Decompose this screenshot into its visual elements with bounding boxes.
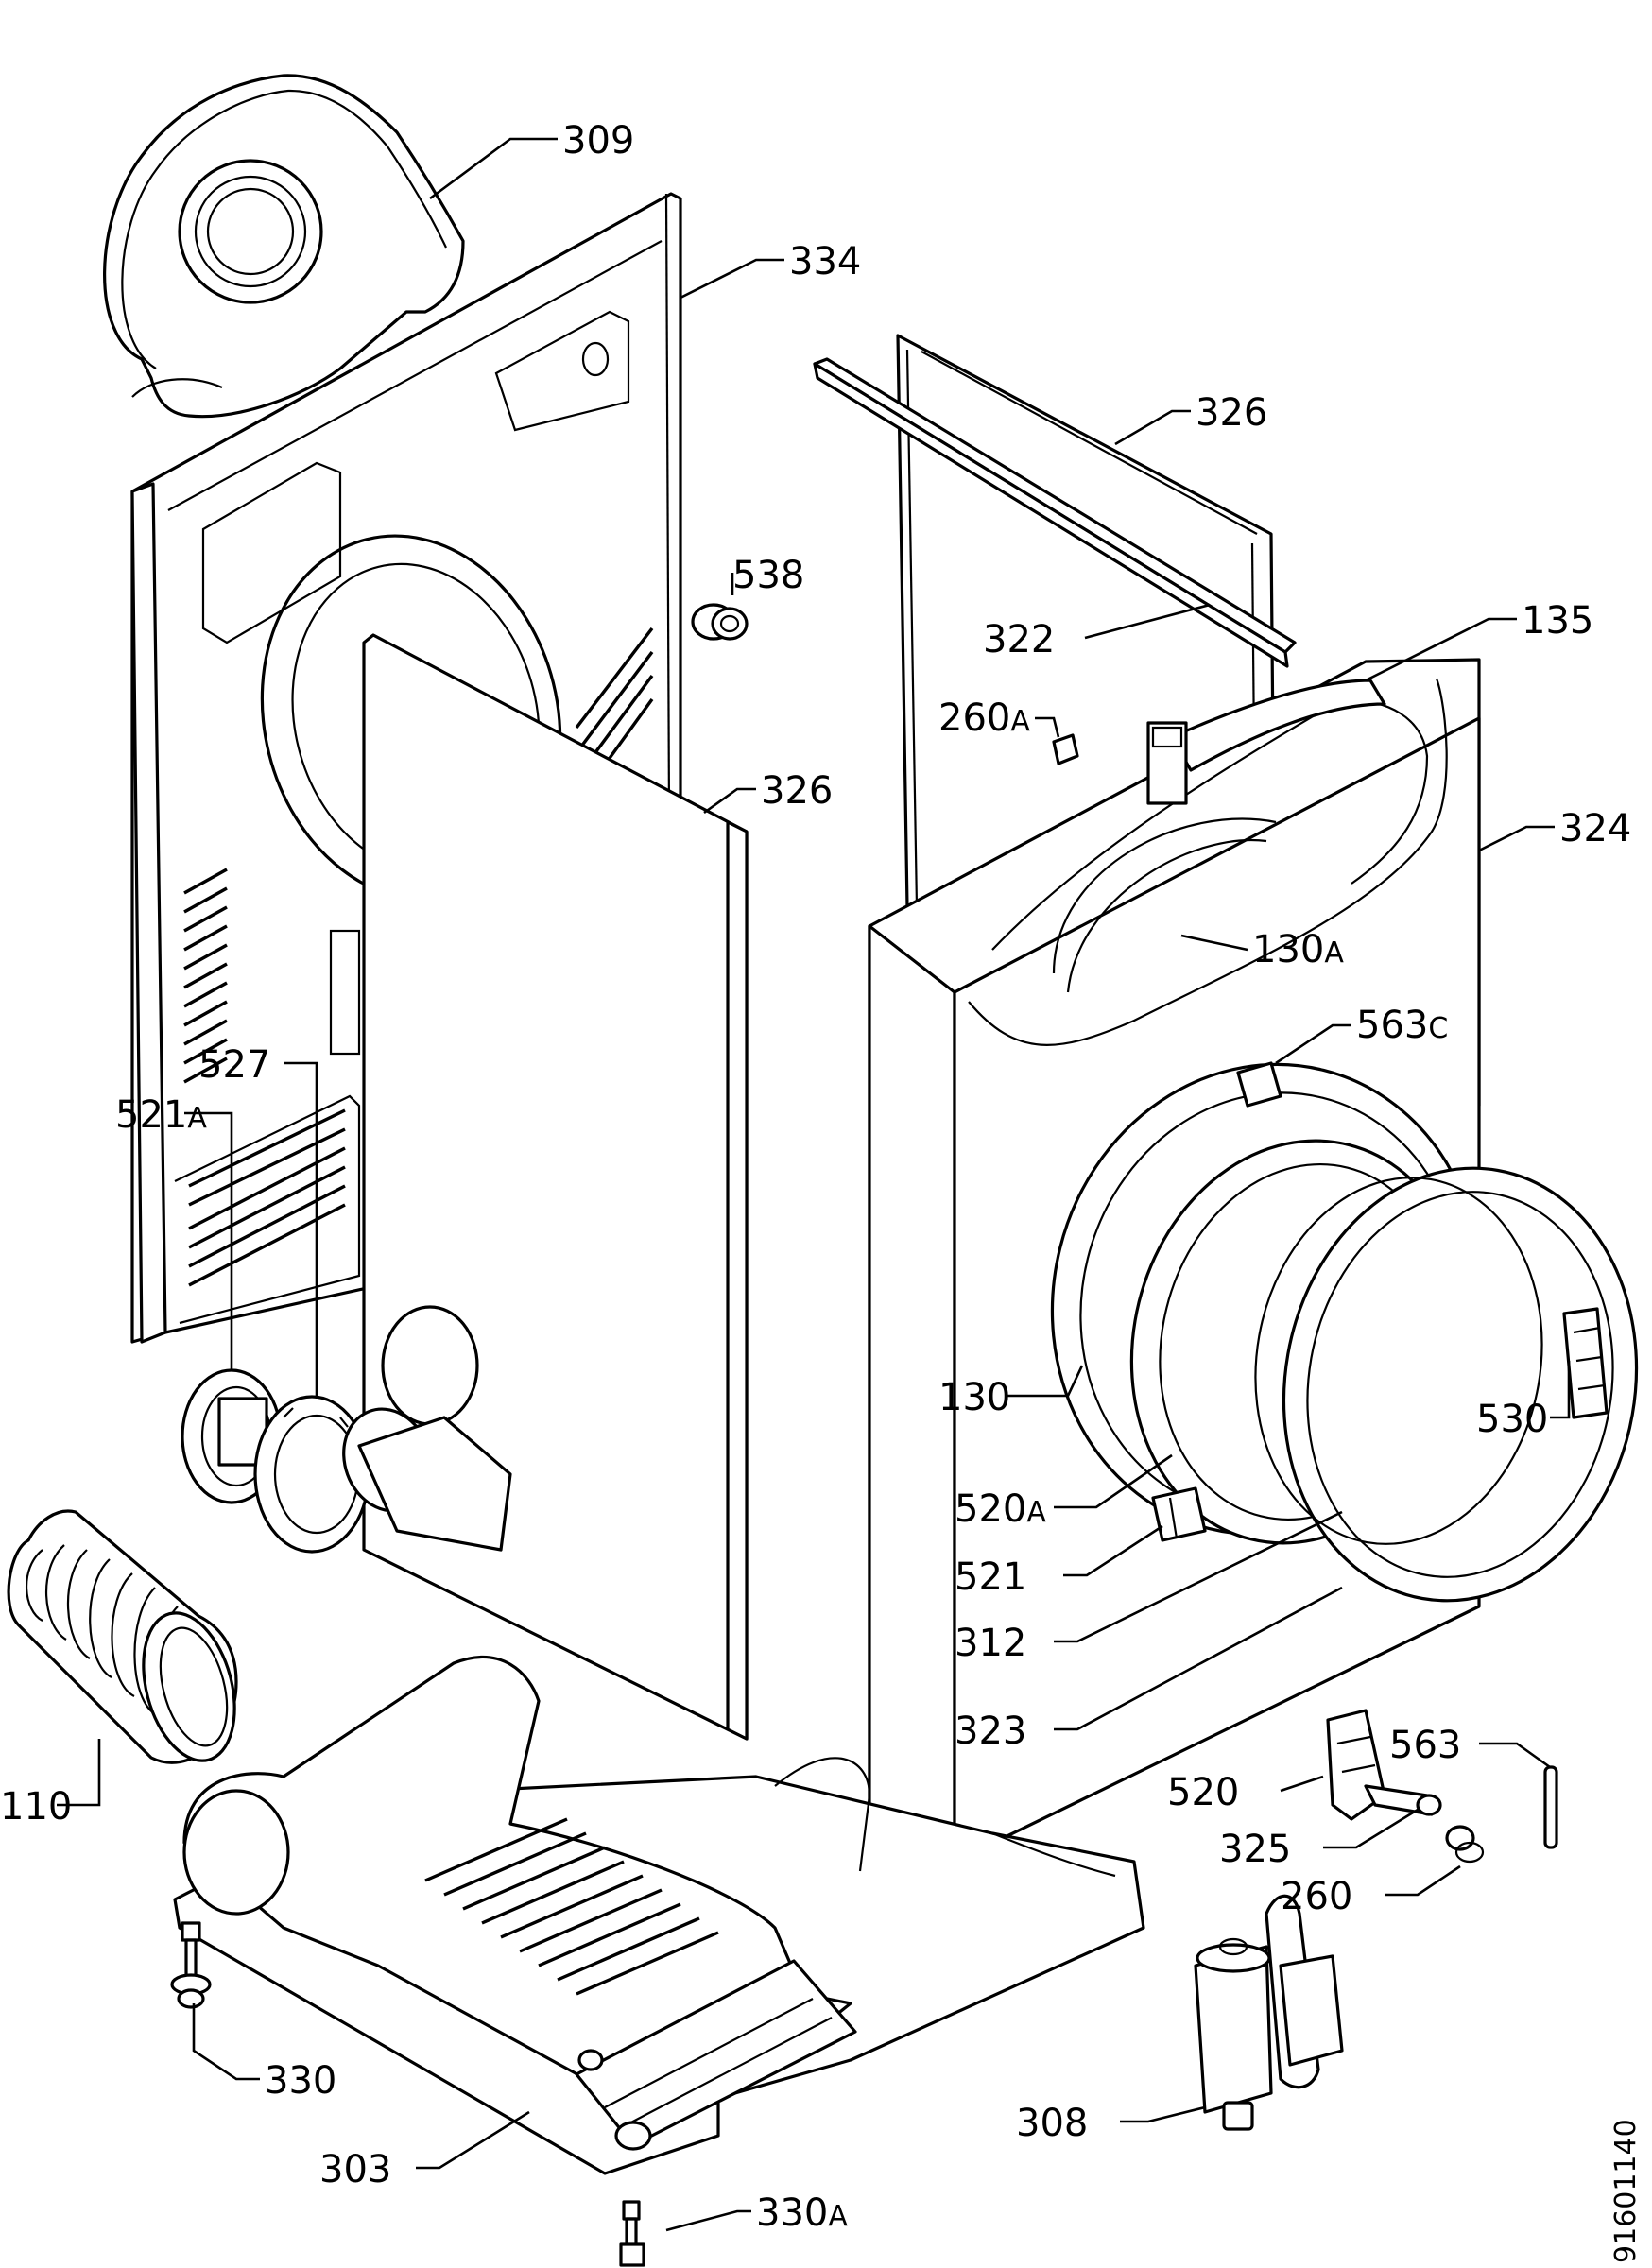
callout-labels: 309 334 326 538 322 135 260A 326 324 130… [0,119,1631,2235]
part-260A-clip [1052,733,1079,765]
callout-303: 303 [319,2148,391,2191]
part-530-door [1254,1166,1639,1603]
callout-326-top: 326 [1196,391,1267,435]
part-322-rail [813,357,1297,668]
leader-520A [1054,1453,1173,1509]
leader-521 [1063,1524,1163,1577]
part-309-rear-duct-cover [103,74,465,419]
callout-538: 538 [732,554,804,597]
leader-110 [57,1739,101,1807]
callout-334: 334 [789,240,861,284]
leader-260 [1385,1864,1461,1897]
leader-563 [1479,1742,1551,1769]
leader-325 [1323,1808,1419,1849]
callout-130: 130 [938,1376,1010,1419]
leader-330A [665,2209,751,2232]
part-563C-clip [1236,1061,1282,1108]
part-330A-foot [619,2200,645,2267]
part-110-flexible-hose [7,1509,238,1764]
leader-324 [1478,825,1555,852]
part-563-rod [1543,1765,1558,1849]
leader-303 [416,2110,530,2170]
callout-326-mid: 326 [761,769,833,813]
leader-323 [1054,1586,1343,1731]
leader-521A [184,1111,233,1370]
part-308-door-hinge [1194,1894,1344,2131]
callout-135: 135 [1522,599,1593,643]
leader-260A [1035,716,1060,738]
callout-330A: 330A [756,2191,848,2235]
callout-527: 527 [198,1043,270,1087]
callout-324: 324 [1559,807,1631,850]
part-260-spring [1445,1825,1485,1864]
part-325-hinge-pin [1364,1784,1442,1816]
leader-330 [192,2003,260,2081]
callout-530: 530 [1476,1398,1548,1441]
callout-520A: 520A [955,1487,1046,1531]
callout-308: 308 [1016,2102,1088,2145]
callout-520: 520 [1167,1771,1239,1814]
leader-520 [1280,1775,1324,1793]
leader-322 [1084,603,1211,640]
leader-326-top [1114,409,1191,446]
part-326-left-side-panel [362,633,749,1741]
callout-130A: 130A [1252,928,1344,971]
callout-563C: 563C [1356,1004,1448,1047]
part-330-foot [170,1921,212,2009]
drawing-code: 91601140 [1609,2119,1643,2263]
callout-110: 110 [0,1785,72,1829]
leader-130A [1180,934,1248,952]
callout-322: 322 [983,618,1055,662]
callout-521: 521 [955,1555,1026,1599]
leader-527 [284,1061,318,1399]
callout-325: 325 [1219,1828,1291,1871]
part-538-grommet [691,603,749,641]
leader-334 [680,258,784,300]
leader-563C [1275,1023,1351,1065]
callout-260: 260 [1281,1875,1352,1918]
leader-308 [1120,2105,1206,2123]
callout-330: 330 [265,2059,336,2103]
leader-326-mid [703,787,756,815]
part-521-catch [1151,1486,1207,1542]
leader-135 [1365,617,1517,682]
callout-563: 563 [1389,1724,1461,1767]
callout-521A: 521A [115,1093,207,1137]
part-303-base [173,1407,1145,2175]
leader-130 [1007,1365,1084,1398]
callout-260A: 260A [938,696,1030,740]
leader-lines [57,137,1571,2232]
leader-309 [429,137,558,200]
leader-312 [1054,1510,1343,1643]
callout-323: 323 [955,1710,1026,1753]
callout-309: 309 [562,119,634,163]
leader-530 [1550,1361,1571,1419]
callout-312: 312 [955,1622,1026,1665]
